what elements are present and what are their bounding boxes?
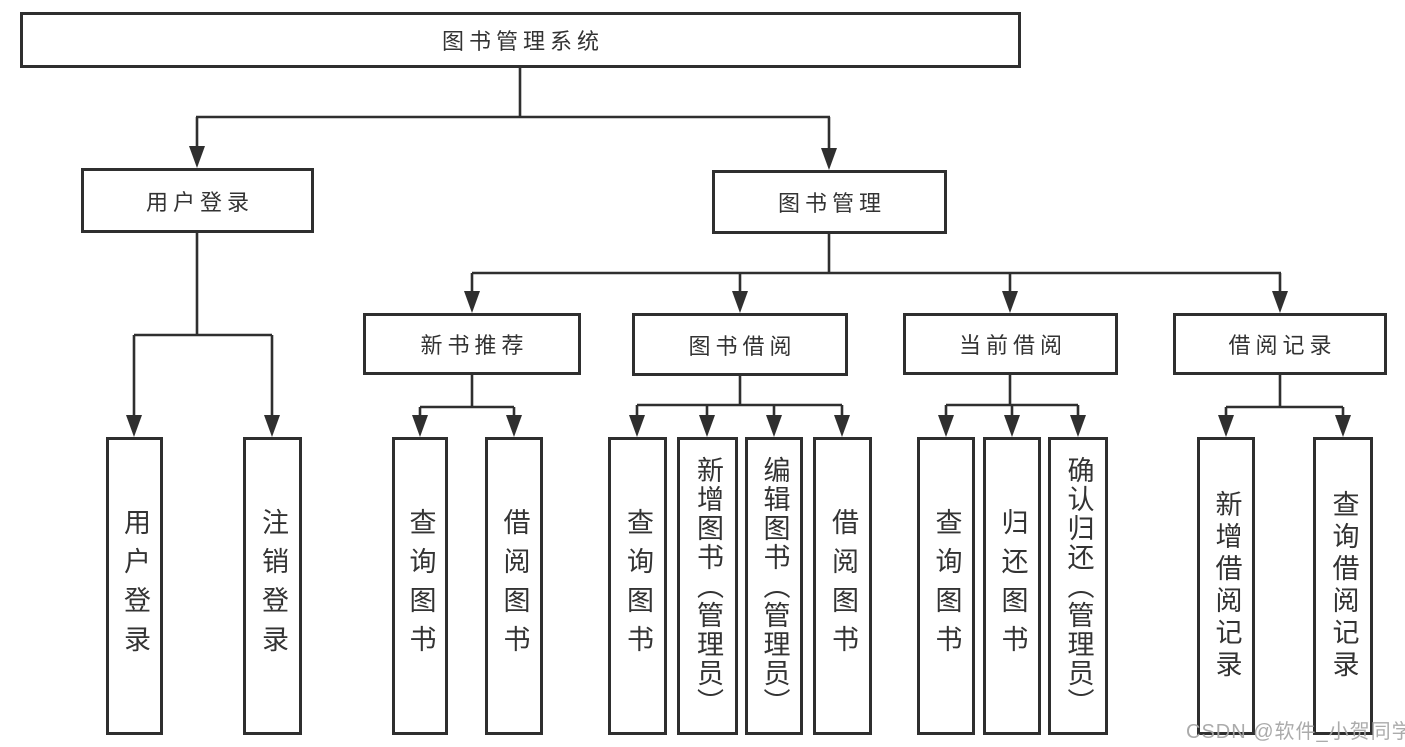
arrowhead-leaf <box>699 415 715 437</box>
leaf-query-books-3-label: 查询图书 <box>931 508 962 664</box>
arrowhead-user-login-leaf <box>126 415 142 437</box>
node-new-book-recommend: 新书推荐 <box>363 313 581 375</box>
leaf-confirm-return-admin: 确认归还（管理员） <box>1048 437 1108 735</box>
arrowhead-book-mgmt <box>821 148 837 170</box>
leaf-query-books-2: 查询图书 <box>608 437 667 735</box>
leaf-query-borrow-record-label: 查询借阅记录 <box>1328 490 1359 682</box>
arrowhead-leaf <box>1004 415 1020 437</box>
arrowhead-leaf <box>938 415 954 437</box>
node-user-login-label: 用户登录 <box>145 189 254 215</box>
arrowhead-current-borrow <box>1002 291 1018 313</box>
arrowhead-new-books <box>464 291 480 313</box>
node-book-borrowing: 图书借阅 <box>632 313 848 376</box>
leaf-add-borrow-record-label: 新增借阅记录 <box>1211 490 1242 682</box>
leaf-confirm-return-admin-label: 确认归还（管理员） <box>1063 455 1094 717</box>
node-user-login: 用户登录 <box>81 168 314 233</box>
arrowhead-book-borrow <box>732 291 748 313</box>
node-root-label: 图书管理系统 <box>441 29 604 54</box>
arrowhead-leaf <box>629 415 645 437</box>
leaf-return-books: 归还图书 <box>983 437 1041 735</box>
node-current-borrowing-label: 当前借阅 <box>958 333 1067 358</box>
leaf-user-login: 用户登录 <box>106 437 163 735</box>
node-book-management: 图书管理 <box>712 170 947 234</box>
arrowhead-user-login <box>189 146 205 168</box>
node-new-book-recommend-label: 新书推荐 <box>420 333 529 358</box>
leaf-edit-books-admin-label: 编辑图书（管理员） <box>759 455 790 717</box>
leaf-edit-books-admin: 编辑图书（管理员） <box>745 437 803 735</box>
arrowhead-leaf <box>1070 415 1086 437</box>
arrowhead-leaf <box>766 415 782 437</box>
leaf-query-borrow-record: 查询借阅记录 <box>1313 437 1373 735</box>
arrowhead-leaf <box>834 415 850 437</box>
leaf-return-books-label: 归还图书 <box>997 508 1028 664</box>
leaf-borrow-books-1: 借阅图书 <box>485 437 543 735</box>
node-borrowing-records: 借阅记录 <box>1173 313 1387 375</box>
leaf-query-books-1: 查询图书 <box>392 437 448 735</box>
leaf-query-books-1-label: 查询图书 <box>405 508 436 664</box>
node-borrowing-records-label: 借阅记录 <box>1228 333 1337 358</box>
leaf-query-books-2-label: 查询图书 <box>623 508 653 664</box>
leaf-query-books-3: 查询图书 <box>917 437 975 735</box>
arrowhead-leaf <box>1218 415 1234 437</box>
arrowhead-borrow-records <box>1272 291 1288 313</box>
node-current-borrowing: 当前借阅 <box>903 313 1118 375</box>
leaf-borrow-books-2-label: 借阅图书 <box>828 508 858 664</box>
leaf-logout: 注销登录 <box>243 437 302 735</box>
node-book-borrowing-label: 图书借阅 <box>688 333 797 359</box>
arrowhead-logout-leaf <box>264 415 280 437</box>
node-root: 图书管理系统 <box>20 12 1021 68</box>
leaf-borrow-books-1-label: 借阅图书 <box>499 508 530 664</box>
arrowhead-leaf <box>1335 415 1351 437</box>
leaf-borrow-books-2: 借阅图书 <box>813 437 872 735</box>
leaf-add-borrow-record: 新增借阅记录 <box>1197 437 1255 735</box>
leaf-logout-label: 注销登录 <box>258 508 288 664</box>
leaf-user-login-label: 用户登录 <box>120 508 150 664</box>
arrowhead-leaf <box>412 415 428 437</box>
leaf-add-books-admin: 新增图书（管理员） <box>677 437 738 735</box>
node-book-management-label: 图书管理 <box>777 191 886 216</box>
csdn-watermark: CSDN @软件_小贺同学 <box>1186 721 1405 743</box>
leaf-add-books-admin-label: 新增图书（管理员） <box>693 455 723 717</box>
arrowhead-leaf <box>506 415 522 437</box>
